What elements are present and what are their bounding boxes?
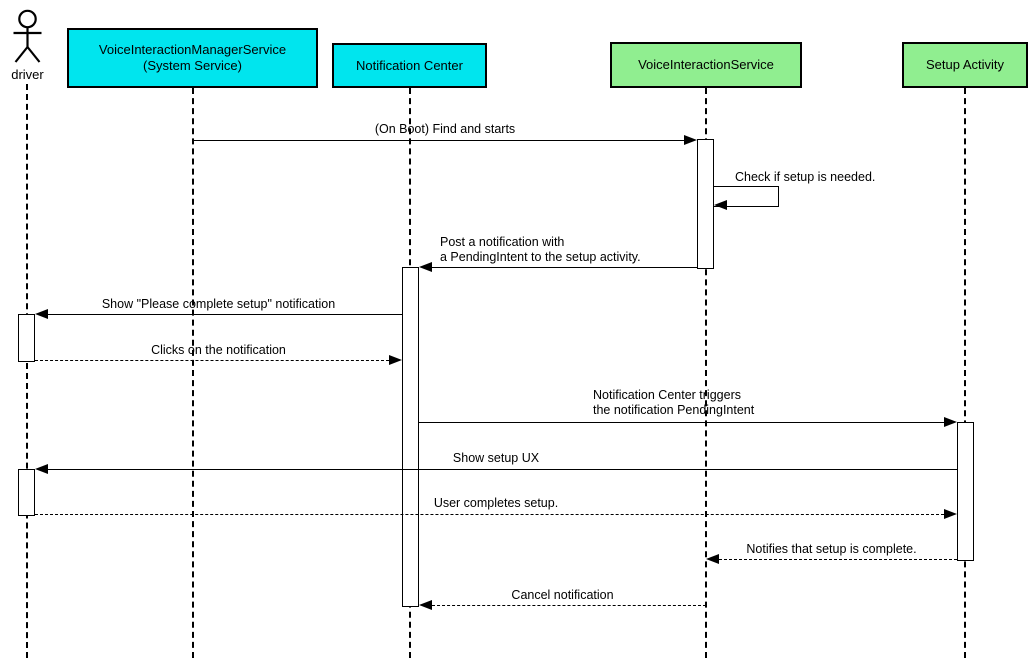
message-8-line <box>35 514 944 515</box>
participant-box-notification-center: Notification Center <box>332 43 487 88</box>
activation-bar-driver-2 <box>18 469 35 516</box>
message-3-arrowhead-icon <box>419 262 432 272</box>
lifeline-voiceinteractionservice <box>705 88 707 658</box>
message-1-label: (On Boot) Find and starts <box>374 122 516 136</box>
message-2-label: Check if setup is needed. <box>735 170 876 184</box>
message-6-label-line1: Notification Center triggers <box>593 388 741 402</box>
participant-box-setup-activity: Setup Activity <box>902 42 1028 88</box>
activation-bar-voiceinteractionservice <box>697 139 714 269</box>
message-2-arrowhead-icon <box>714 200 727 210</box>
message-9-line <box>719 559 957 560</box>
participant-box-voiceinteractionservice: VoiceInteractionService <box>610 42 802 88</box>
message-1-line <box>193 140 685 141</box>
participant-label: Notification Center <box>356 57 463 73</box>
message-6-arrowhead-icon <box>944 417 957 427</box>
message-6-label: Notification Center triggers the notific… <box>593 388 754 418</box>
message-6-line <box>419 422 944 423</box>
message-5-arrowhead-icon <box>389 355 402 365</box>
message-6-label-line2: the notification PendingIntent <box>593 403 755 417</box>
message-9-label: Notifies that setup is complete. <box>746 542 917 556</box>
message-3-label: Post a notification with a PendingIntent… <box>440 235 641 265</box>
actor-stick-figure-icon <box>13 9 42 63</box>
participant-label-line2: (System Service) <box>143 58 242 73</box>
participant-box-voiceinteractionmanagerservice: VoiceInteractionManagerService (System S… <box>67 28 318 88</box>
message-3-line <box>432 267 697 268</box>
message-9-arrowhead-icon <box>706 554 719 564</box>
message-1-arrowhead-icon <box>684 135 697 145</box>
participant-label: Setup Activity <box>925 57 1005 72</box>
activation-bar-notification-center <box>402 267 419 607</box>
message-3-label-line2: a PendingIntent to the setup activity. <box>440 250 641 264</box>
message-2-self-call-bracket <box>714 186 779 207</box>
message-10-label: Cancel notification <box>511 588 614 602</box>
message-4-arrowhead-icon <box>35 309 48 319</box>
actor-label: driver <box>11 67 44 82</box>
lifeline-setup-activity <box>964 88 966 658</box>
lifeline-driver <box>26 84 28 658</box>
message-5-line <box>35 360 389 361</box>
message-3-label-line1: Post a notification with <box>440 235 565 249</box>
activation-bar-driver-1 <box>18 314 35 362</box>
participant-label-line1: VoiceInteractionManagerService <box>98 42 287 57</box>
message-5-label: Clicks on the notification <box>151 343 286 357</box>
message-4-label: Show "Please complete setup" notificatio… <box>101 297 336 311</box>
message-8-arrowhead-icon <box>944 509 957 519</box>
participant-label: VoiceInteractionService <box>638 57 774 72</box>
message-8-label: User completes setup. <box>433 496 559 510</box>
lifeline-voiceinteractionmanagerservice <box>192 88 194 658</box>
message-7-label: Show setup UX <box>452 451 540 465</box>
activation-bar-setup-activity <box>957 422 974 561</box>
message-10-line <box>432 605 706 606</box>
message-7-line <box>48 469 957 470</box>
message-4-line <box>48 314 402 315</box>
message-7-arrowhead-icon <box>35 464 48 474</box>
message-10-arrowhead-icon <box>419 600 432 610</box>
